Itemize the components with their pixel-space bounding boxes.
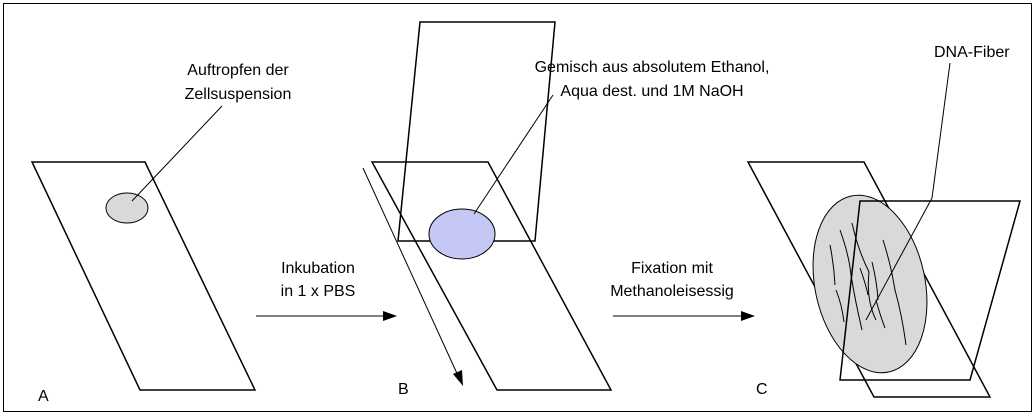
process-arrow-2: Fixation mit Methanoleisessig (610, 260, 755, 321)
step-1-line2: in 1 x PBS (281, 283, 356, 300)
panel-b: Gemisch aus absolutem Ethanol, Aqua dest… (362, 21, 770, 398)
dna-fiber-strand (871, 261, 879, 301)
dna-fibers (829, 222, 907, 346)
reagent-drop-b (428, 208, 496, 260)
arrow-2-head (741, 311, 755, 321)
slide-b (370, 161, 613, 391)
label-c: DNA-Fiber (934, 44, 1010, 61)
panel-letter-c: C (756, 381, 768, 398)
label-b-line1: Gemisch aus absolutem Ethanol, (535, 59, 770, 76)
step-2-line2: Methanoleisessig (610, 283, 734, 300)
panel-a: Auftropfen der Zellsuspension A (30, 62, 292, 405)
leader-line-c-upper (931, 62, 951, 199)
process-arrow-1: Inkubation in 1 x PBS (256, 260, 397, 321)
dna-fiber-strand (835, 289, 845, 323)
dna-fiber-strand (882, 239, 907, 346)
dna-fiber-strand (829, 244, 836, 286)
figure-frame (3, 3, 1032, 412)
panel-c: DNA-Fiber C (746, 44, 1021, 398)
label-a-line1: Auftropfen der (187, 62, 289, 79)
dna-fiber-strand (839, 229, 863, 331)
label-a-line2: Zellsuspension (185, 86, 292, 103)
dna-fiber-strand (875, 299, 886, 329)
step-2-line1: Fixation mit (631, 260, 713, 277)
dna-fiber-strand (859, 267, 869, 296)
cover-slide-c (839, 200, 1021, 381)
dna-fiber-strand (851, 222, 877, 321)
slide-direction-head (453, 370, 463, 386)
fiber-spread-c (812, 194, 928, 374)
leader-line-a (131, 105, 223, 202)
slide-a (30, 161, 257, 391)
slide-direction-line (362, 167, 461, 381)
leader-line-b (473, 94, 554, 215)
step-1-line1: Inkubation (281, 260, 355, 277)
cover-slide-b (397, 21, 556, 242)
label-b-line2: Aqua dest. und 1M NaOH (560, 83, 743, 100)
leader-line-c (865, 197, 933, 321)
panel-letter-b: B (398, 381, 409, 398)
cell-drop-a (105, 192, 149, 224)
arrow-1-head (383, 311, 397, 321)
panel-letter-a: A (38, 388, 49, 405)
